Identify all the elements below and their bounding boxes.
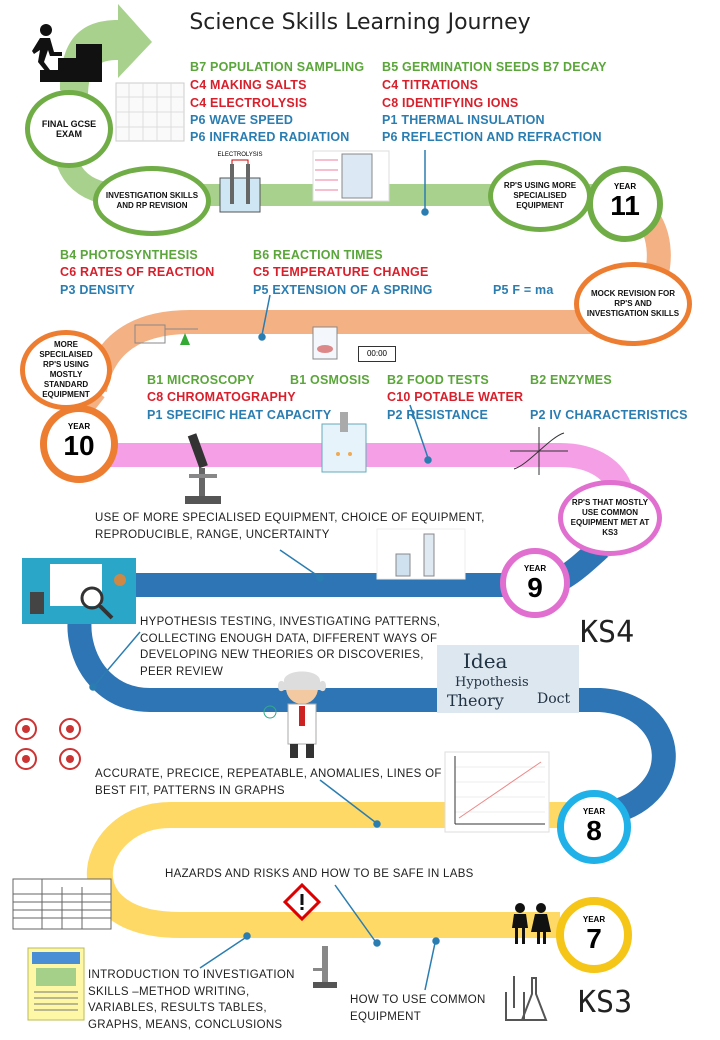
rps-more-specialised-bubble: RP'S USING MORE SPECIALISED EQUIPMENT (488, 160, 592, 232)
stairs-climber-icon (32, 24, 102, 82)
topic-b4-photosynthesis: B4 PHOTOSYNTHESIS (60, 248, 198, 262)
final-exam-bubble: FINAL GCSE EXAM (25, 90, 113, 168)
plant-apparatus-image (134, 324, 198, 345)
results-table-image (12, 878, 112, 930)
desc-accuracy: ACCURATE, PRECICE, REPEATABLE, ANOMALIES… (95, 768, 442, 797)
scatter-graph-image (444, 751, 550, 833)
topic-c8-chromatography: C8 CHROMATOGRAPHY (147, 390, 296, 404)
desc-hazards: HAZARDS AND RISKS AND HOW TO BE SAFE IN … (165, 868, 474, 880)
electrolysis-image: ELECTROLYSIS (210, 152, 270, 218)
page-title: Science Skills Learning Journey (189, 10, 531, 35)
common-equipment-bubble: RP'S THAT MOSTLY USE COMMON EQUIPMENT ME… (558, 480, 662, 556)
research-magnifier-image (22, 558, 136, 624)
more-specialised-bubble: MORE SPECILAISED RP'S USING MOSTLY STAND… (20, 330, 112, 410)
topic-p6-infrared: P6 INFRARED RADIATION (190, 130, 350, 144)
topic-b6-reaction-times: B6 REACTION TIMES (253, 248, 383, 262)
topic-p2-resistance: P2 RESISTANCE (387, 408, 489, 422)
topic-p3-density: P3 DENSITY (60, 283, 135, 297)
topic-p1-insulation: P1 THERMAL INSULATION (382, 113, 545, 127)
desc-hypothesis: HYPOTHESIS TESTING, INVESTIGATING PATTER… (140, 616, 441, 678)
osmosis-apparatus-image (321, 412, 367, 473)
topic-c4-salts: C4 MAKING SALTS (190, 78, 307, 92)
hazard-warning-icon (282, 882, 322, 922)
ks3-label: KS3 (578, 985, 633, 1020)
investigation-revision-bubble: INVESTIGATION SKILLS AND RP REVISION (93, 166, 211, 236)
wave-diagram-image (312, 150, 390, 202)
ks4-label: KS4 (580, 615, 635, 650)
desc-year9: USE OF MORE SPECIALISED EQUIPMENT, CHOIC… (95, 512, 485, 541)
topic-b7-population: B7 POPULATION SAMPLING (190, 60, 365, 74)
targets-accuracy-image (15, 718, 81, 770)
topic-b1-microscopy: B1 MICROSCOPY (147, 373, 255, 387)
topic-p1-shc: P1 SPECIFIC HEAT CAPACITY (147, 408, 332, 422)
topic-b2-food: B2 FOOD TESTS (387, 373, 489, 387)
topic-c10-water: C10 POTABLE WATER (387, 390, 524, 404)
sampling-grid-image (115, 82, 185, 142)
iv-graph-image (510, 427, 568, 475)
scientific-method-poster-image (27, 947, 85, 1021)
students-icon (512, 903, 551, 944)
scientist-cartoon-image (263, 671, 326, 758)
topic-b5-germination: B5 GERMINATION SEEDS (382, 60, 540, 74)
glassware-icon (505, 976, 548, 1021)
topic-c6-rates: C6 RATES OF REACTION (60, 265, 215, 279)
bunsen-burner-image (313, 946, 337, 988)
topic-c8-ions: C8 IDENTIFYING IONS (382, 96, 519, 110)
topic-b7-decay: B7 DECAY (543, 60, 607, 74)
measuring-cylinder-image (376, 528, 466, 580)
topic-c5-temperature: C5 TEMPERATURE CHANGE (253, 265, 429, 279)
mock-revision-bubble: MOCK REVISION FOR RP'S AND INVESTIGATION… (574, 262, 692, 346)
topic-p2-iv: P2 IV CHARACTERISTICS (530, 408, 688, 422)
topic-b2-enzymes: B2 ENZYMES (530, 373, 612, 387)
beaker-image (312, 326, 338, 360)
idea-theory-words-image: Idea Hypothesis Theory Doct (437, 645, 579, 713)
microscope-image (185, 433, 221, 504)
topic-c4-titrations: C4 TITRATIONS (382, 78, 479, 92)
topic-p6-wave-speed: P6 WAVE SPEED (190, 113, 294, 127)
topic-p6-reflection: P6 REFLECTION AND REFRACTION (382, 130, 602, 144)
topic-p5-spring: P5 EXTENSION OF A SPRING (253, 283, 433, 297)
topic-c4-electrolysis: C4 ELECTROLYSIS (190, 96, 308, 110)
timer-image: 00:00 (358, 346, 396, 362)
road-segment-yellow (87, 802, 600, 938)
topic-b1-osmosis: B1 OSMOSIS (290, 373, 370, 387)
topic-p5-fma: P5 F = ma (493, 283, 554, 297)
